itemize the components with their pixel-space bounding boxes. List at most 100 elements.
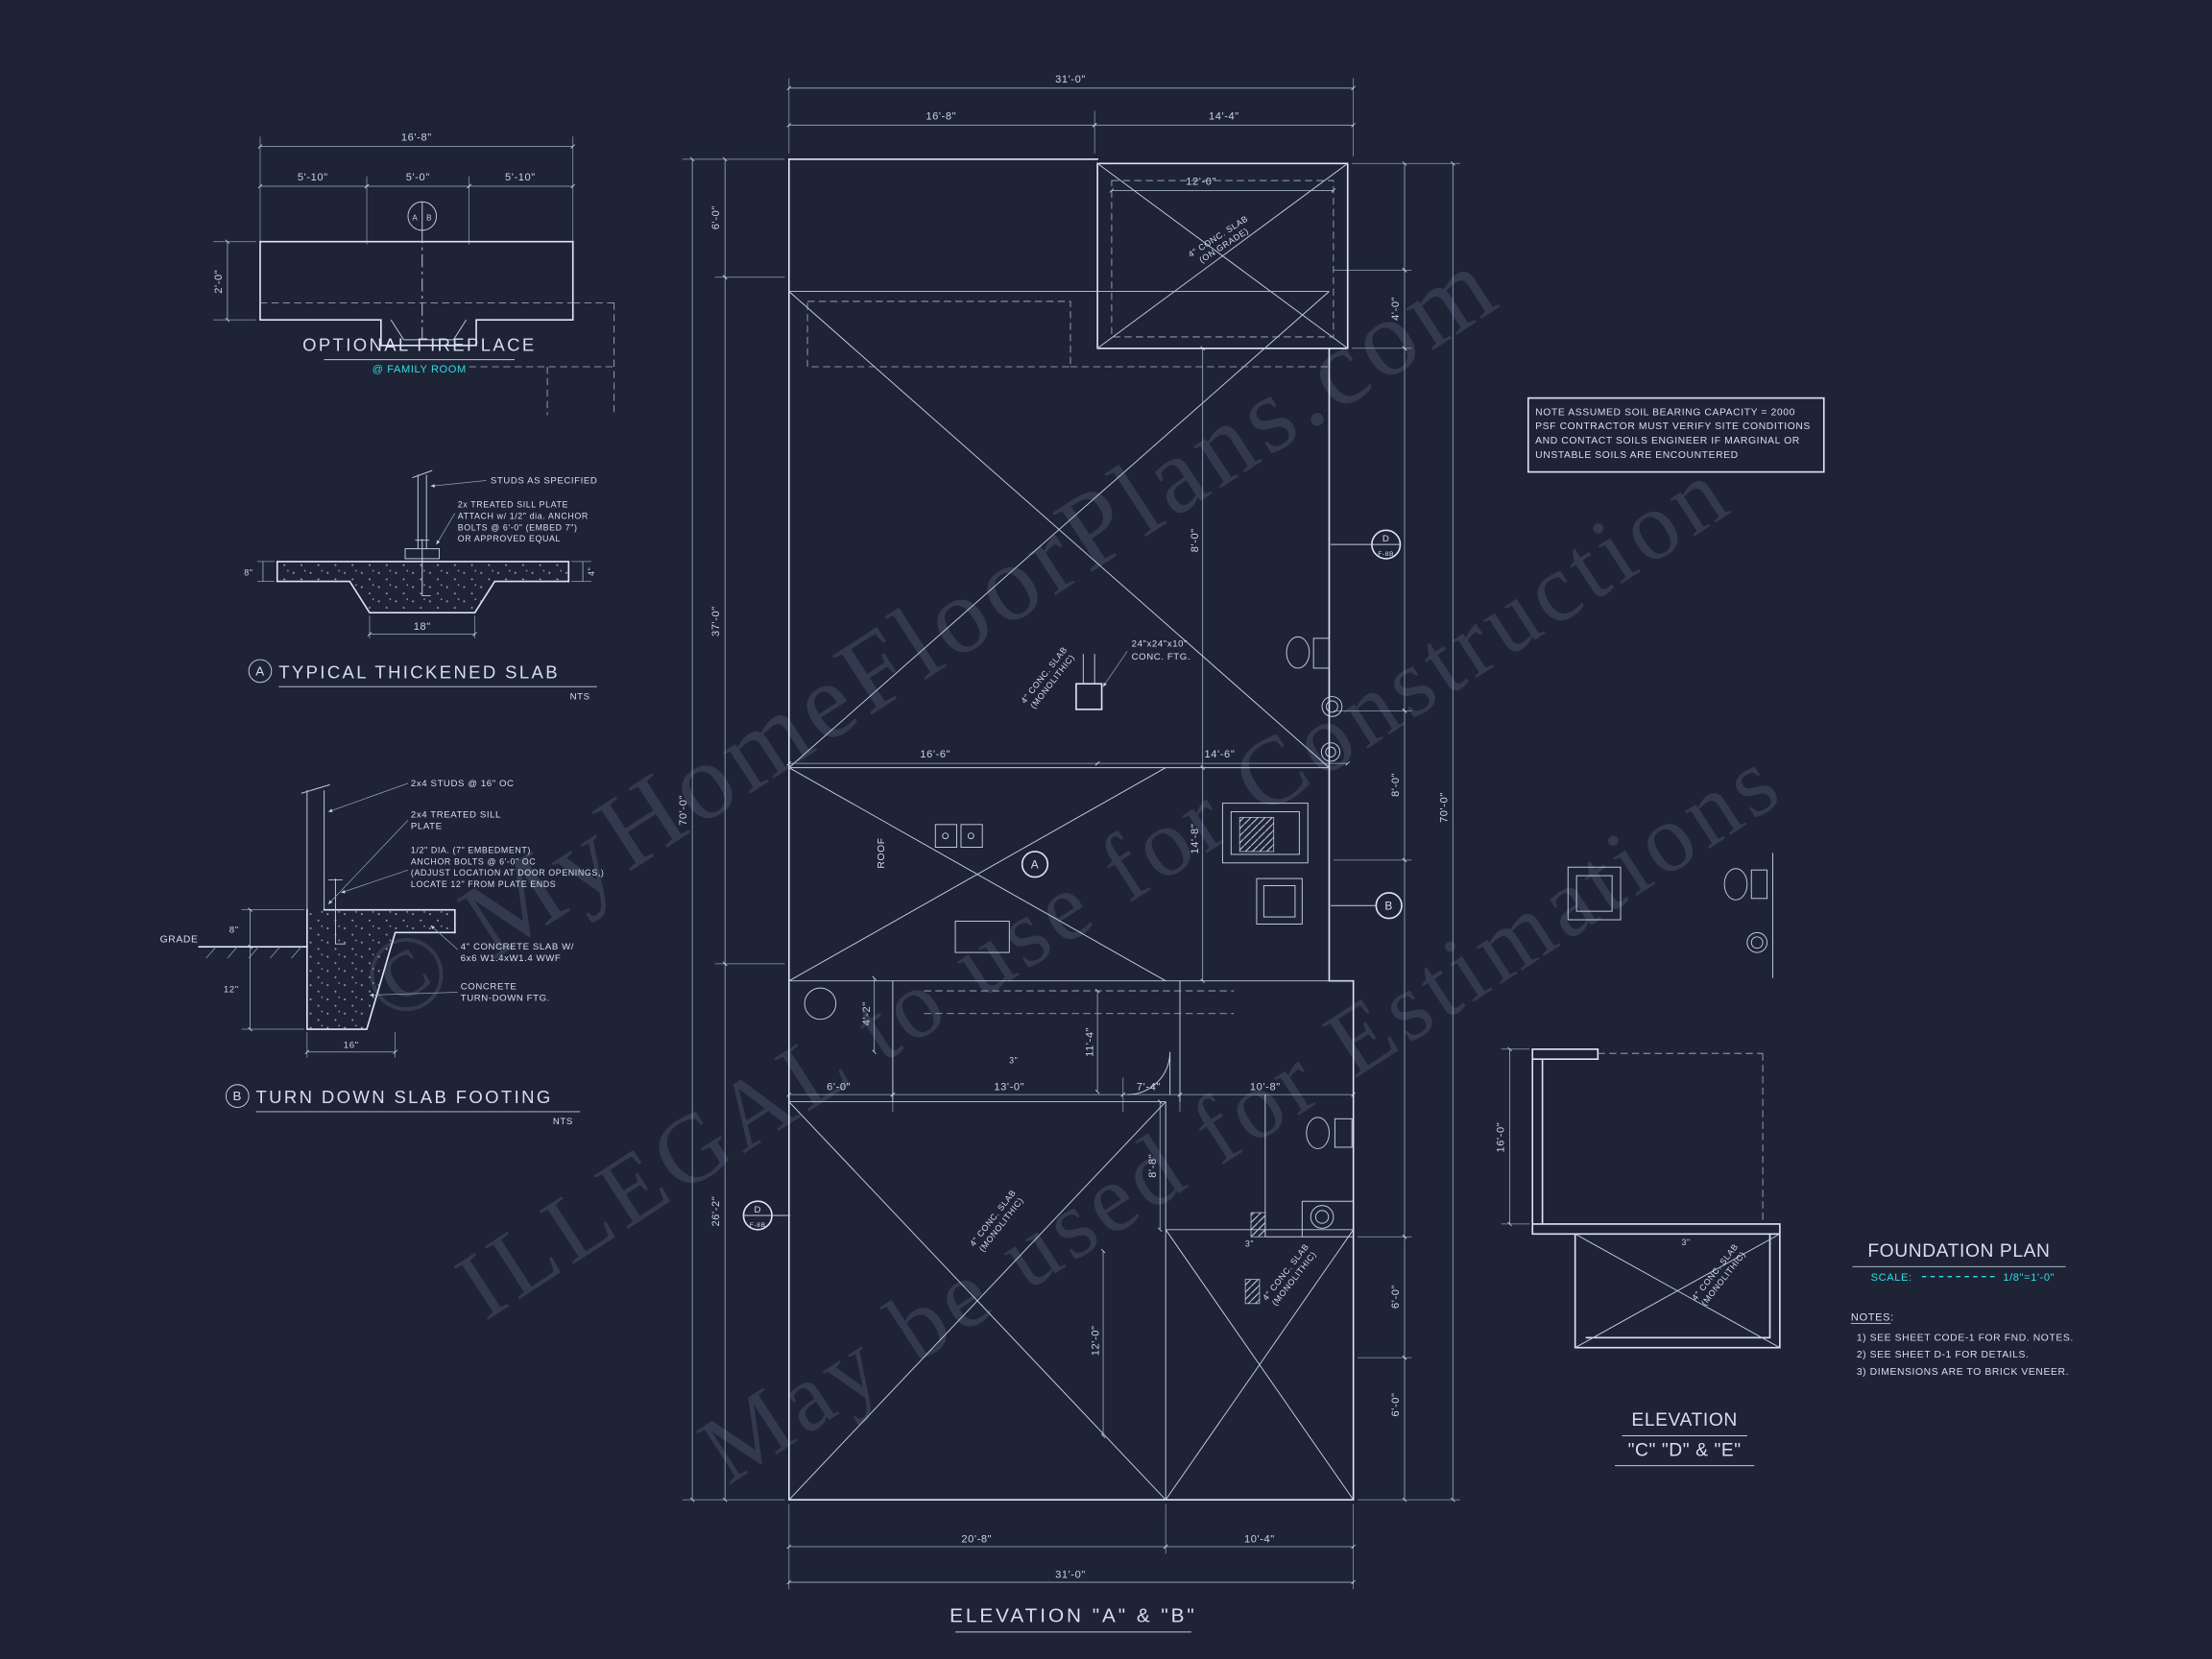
- detail-b-sill-1: 2x4 TREATED SILL: [411, 809, 501, 820]
- dim-right-upper: 4'-0": [1390, 297, 1402, 321]
- slab-mono-label-1: 4" CONC. SLAB (MONOLITHIC): [1019, 645, 1076, 710]
- svg-text:D: D: [1382, 534, 1390, 544]
- dim-low-11-4: 11'-4": [1085, 1027, 1096, 1057]
- fireplace-subtitle: @ FAMILY ROOM: [373, 364, 467, 375]
- hatched-wall-block-2: [1244, 1279, 1261, 1305]
- detail-b-slab-1: 4" CONCRETE SLAB W/: [461, 942, 574, 952]
- detail-a: STUDS AS SPECIFIED 2x TREATED SILL PLATE…: [244, 469, 598, 703]
- marker-b: B: [1330, 892, 1403, 920]
- detail-b-ftg-2: TURN-DOWN FTG.: [461, 993, 550, 1003]
- detail-b-ftg-1: CONCRETE: [461, 982, 517, 993]
- detail-a-dim-thick: 4": [587, 567, 596, 576]
- dim-bot-right: 10'-4": [1244, 1534, 1275, 1546]
- detail-b-bolt-2: ANCHOR BOLTS @ 6'-0" OC: [411, 856, 536, 866]
- detail-a-dim-width: 18": [414, 621, 431, 633]
- dim-low-7-4: 7'-4": [1137, 1082, 1161, 1094]
- slab-diagonals: [788, 162, 1355, 1501]
- detail-b-sill-2: PLATE: [411, 821, 443, 831]
- pad-rect: [954, 921, 1010, 953]
- dim-left-main: 37'-0": [710, 606, 722, 637]
- detail-b-nts: NTS: [553, 1117, 573, 1127]
- detail-a-sill-2: ATTACH w/ 1/2" dia. ANCHOR: [458, 511, 589, 520]
- detail-a-marker: A: [255, 663, 264, 678]
- dim-right-low-b: 6'-0": [1390, 1392, 1402, 1416]
- dim-int-vert: 8'-0": [1190, 528, 1201, 552]
- detail-b-dim-8: 8": [229, 925, 239, 935]
- fireplace-marker-left: A: [412, 214, 418, 223]
- note-2: 2) SEE SHEET D-1 FOR DETAILS.: [1857, 1350, 2030, 1360]
- marker-d-left: D F-8B: [742, 1200, 791, 1231]
- detail-a-callout-studs: STUDS AS SPECIFIED: [491, 475, 598, 486]
- garage-box: [1096, 162, 1349, 349]
- main-plan-title: ELEVATION "A" & "B": [950, 1605, 1197, 1627]
- fireplace-detail: 16'-8" 5'-10" 5'-0" 5'-10" 2'-0" A B OPT…: [213, 132, 615, 416]
- slab-mono-label-3: 4" CONC. SLAB (MONOLITHIC): [1261, 1241, 1318, 1307]
- dim-low-13: 13'-0": [994, 1082, 1024, 1094]
- dim-top-total: 31'-0": [1055, 74, 1086, 85]
- square-in-square: [1256, 878, 1303, 925]
- dim-bot-left: 20'-8": [961, 1534, 992, 1546]
- note-3: 3) DIMENSIONS ARE TO BRICK VENEER.: [1857, 1367, 2069, 1378]
- sinks-upper: [1320, 696, 1343, 762]
- dim-3b: 3": [1245, 1239, 1254, 1249]
- dim-3a: 3": [1009, 1056, 1018, 1066]
- detail-b-dim-16: 16": [344, 1040, 359, 1050]
- dim-int-right: 14'-6": [1205, 749, 1236, 760]
- dim-left-lower: 26'-2": [710, 1196, 722, 1227]
- fireplace-dim-right: 5'-10": [505, 172, 536, 183]
- detail-a-sill-3: BOLTS @ 6'-0" (EMBED 7"): [458, 522, 578, 532]
- bath-lower-walls: [1264, 1094, 1354, 1238]
- svg-text:A: A: [1031, 858, 1039, 872]
- notes-title: NOTES:: [1851, 1312, 1894, 1324]
- fireplace-dim-left: 5'-10": [298, 172, 328, 183]
- fireplace-title: OPTIONAL FIREPLACE: [302, 335, 536, 355]
- shower-upper: [1221, 803, 1309, 864]
- detail-a-nts: NTS: [570, 692, 590, 703]
- dim-left-total: 70'-0": [678, 795, 689, 826]
- hatched-wall-block-1: [1250, 1212, 1266, 1238]
- dim-low-8-8: 8'-8": [1147, 1154, 1159, 1178]
- soil-note-line-3: AND CONTACT SOILS ENGINEER IF MARGINAL O…: [1535, 436, 1800, 446]
- plan-outer-walls: [787, 158, 1355, 1501]
- dim-top-right: 14'-4": [1209, 110, 1239, 122]
- main-plan: 24"x24"x10" CONC. FTG. 4" CONC. SLAB (ON…: [678, 74, 1460, 1633]
- detail-a-title: TYPICAL THICKENED SLAB: [278, 661, 560, 682]
- toilet-upper: [1286, 636, 1330, 669]
- fireplace-dim-total: 16'-8": [401, 132, 432, 144]
- svg-text:B: B: [1384, 900, 1392, 913]
- detail-a-sill-1: 2x TREATED SILL PLATE: [458, 500, 568, 510]
- roof-label: ROOF: [877, 837, 887, 868]
- cde-slab-label: 4" CONC. SLAB (MONOLITHIC): [1690, 1241, 1747, 1307]
- note-1: 1) SEE SHEET CODE-1 FOR FND. NOTES.: [1857, 1333, 2074, 1343]
- detail-b-slab-2: 6x6 W1.4xW1.4 WWF: [461, 953, 562, 964]
- dim-garage: 12'-0": [1186, 176, 1216, 187]
- fireplace-outline: [259, 240, 574, 347]
- cde-walls: [1531, 1047, 1781, 1349]
- dim-right-total: 70'-0": [1438, 792, 1450, 823]
- dim-int-left: 16'-6": [920, 749, 950, 760]
- soil-note-line-2: PSF CONTRACTOR MUST VERIFY SITE CONDITIO…: [1535, 421, 1811, 432]
- cde-square-in-square: [1567, 866, 1622, 921]
- dim-left-upper: 6'-0": [710, 205, 722, 229]
- pier-footing: [1075, 683, 1103, 710]
- column-circle: [804, 987, 837, 1021]
- detail-a-sill-4: OR APPROVED EQUAL: [458, 534, 561, 543]
- dim-int-vert2: 14'-8": [1190, 824, 1201, 854]
- detail-a-dim-edge: 8": [244, 568, 252, 578]
- svg-text:F-8B: F-8B: [750, 1222, 766, 1229]
- fireplace-marker-right: B: [426, 214, 432, 223]
- sink-lower: [1310, 1205, 1334, 1229]
- marker-a: A: [1021, 851, 1049, 878]
- soil-note-line-1: NOTE ASSUMED SOIL BEARING CAPACITY = 200…: [1535, 407, 1795, 418]
- dim-low-10-8: 10'-8": [1250, 1082, 1281, 1094]
- cde-sink: [1746, 931, 1768, 953]
- foundation-title-block: FOUNDATION PLAN SCALE: 1/8"=1'-0" NOTES:…: [1850, 1241, 2074, 1378]
- cde-title-2: "C" "D" & "E": [1628, 1440, 1742, 1460]
- detail-b-bolt-4: LOCATE 12" FROM PLATE ENDS: [411, 879, 556, 889]
- door-swing-arc: [1127, 1051, 1171, 1095]
- dim-low-6: 6'-0": [827, 1082, 851, 1094]
- soil-note-line-4: UNSTABLE SOILS ARE ENCOUNTERED: [1535, 450, 1739, 461]
- footing-label-2: CONC. FTG.: [1132, 652, 1190, 662]
- dim-right-low-a: 6'-0": [1390, 1285, 1402, 1309]
